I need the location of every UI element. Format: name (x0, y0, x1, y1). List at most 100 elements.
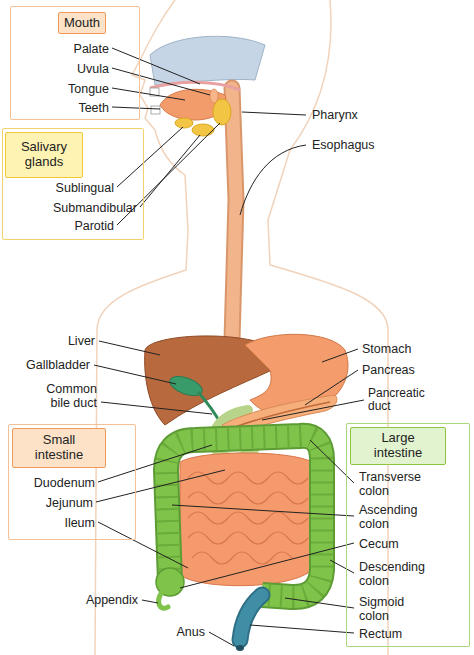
part-label: Cecum (359, 537, 435, 551)
anus-shape (236, 645, 244, 651)
leader-line (98, 445, 212, 482)
part-label: Uvula (77, 62, 109, 76)
group-heading-box: Large intestine (350, 427, 446, 465)
organ-label-holder: Gallbladder (26, 358, 90, 372)
part-label-holder: Tongue (68, 82, 109, 96)
organ-label: Pharynx (312, 108, 358, 122)
appendix-shape (159, 592, 168, 608)
group-heading-box: Mouth (58, 12, 106, 34)
group-heading-box: Small intestine (12, 428, 106, 468)
organ-label-holder: Stomach (362, 342, 411, 356)
leader-line (142, 600, 158, 603)
intestine-coil (188, 472, 308, 484)
part-label: Duodenum (34, 476, 95, 490)
part-label: Parotid (74, 219, 114, 233)
part-label: Tongue (68, 82, 109, 96)
leader-line (285, 598, 354, 608)
leader-line (112, 88, 185, 100)
part-label-holder: Ascending colon (359, 503, 435, 531)
organ-group-box: MouthPalateUvulaTongueTeeth (10, 6, 140, 120)
part-label-holder: Sublingual (56, 181, 114, 195)
leader-line (98, 522, 188, 568)
organ-label: Common bile duct (35, 382, 97, 410)
part-label: Palate (74, 42, 109, 56)
organ-label: Liver (68, 334, 95, 348)
group-heading: Salivary glands (11, 140, 77, 169)
organ-label-holder: Esophagus (312, 138, 375, 152)
leader-line (180, 543, 354, 588)
part-label-holder: Rectum (359, 627, 435, 641)
part-label: Sublingual (56, 181, 114, 195)
colon-haustra (166, 436, 322, 597)
organ-label-holder: Pancreatic duct (368, 387, 434, 414)
rectum-outline (240, 595, 262, 640)
leader-line (250, 625, 354, 633)
leader-line (310, 440, 354, 483)
organ-label-holder: Appendix (86, 593, 138, 607)
part-label-holder: Uvula (77, 62, 109, 76)
leader-line (96, 470, 225, 502)
organ-label: Pancreatic duct (368, 387, 434, 414)
intestine-coil (188, 492, 308, 504)
organ-label-holder: Pancreas (362, 363, 415, 377)
submandibular-gland (192, 124, 214, 136)
organ-group-box: Salivary glandsSublingualSubmandibularPa… (2, 128, 144, 240)
part-label: Ascending colon (359, 503, 435, 531)
esophagus-outline (232, 88, 236, 340)
leader-line (140, 135, 200, 207)
rectum-shape (240, 595, 262, 640)
leader-line (112, 48, 200, 84)
intestine-coil (188, 532, 308, 544)
tooth-shape (151, 106, 160, 114)
part-label: Jejunum (46, 496, 93, 510)
organ-label: Esophagus (312, 138, 375, 152)
part-label: Transverse colon (359, 470, 435, 498)
leader-line (240, 145, 306, 215)
organ-group-box: Large intestineTransverse colonAscending… (346, 423, 470, 647)
organ-group-box: Small intestineDuodenumJejunumIleum (8, 424, 136, 540)
leader-line (209, 632, 234, 646)
part-label: Teeth (78, 101, 109, 115)
organ-label: Gallbladder (26, 358, 90, 372)
part-label-holder: Sigmoid colon (359, 595, 435, 623)
organ-label: Pancreas (362, 363, 415, 377)
part-label-holder: Jejunum (46, 496, 93, 510)
leader-line (117, 127, 183, 187)
leader-lines (94, 48, 364, 646)
leader-line (172, 505, 354, 516)
leader-line (112, 68, 210, 95)
intestine-coil (188, 512, 308, 524)
large-intestine-outline (166, 436, 322, 597)
group-heading-box: Salivary glands (5, 132, 83, 178)
leader-line (330, 560, 354, 573)
organ-label: Anus (177, 625, 206, 639)
part-label-holder: Parotid (74, 219, 114, 233)
leader-line (305, 370, 358, 405)
leader-line (99, 341, 160, 355)
organ-label-holder: Liver (68, 334, 95, 348)
group-heading: Mouth (64, 16, 100, 31)
part-label-holder: Ileum (64, 516, 95, 530)
nasal-cavity (150, 36, 265, 85)
organ-label-holder: Anus (177, 625, 206, 639)
large-intestine-shape (166, 436, 322, 597)
leader-line (112, 107, 160, 109)
organ-label: Appendix (86, 593, 138, 607)
leader-line (262, 400, 364, 420)
organ-label-holder: Pharynx (312, 108, 358, 122)
sublingual-gland (175, 118, 193, 128)
part-label: Sigmoid colon (359, 595, 435, 623)
part-label-holder: Descending colon (359, 560, 435, 588)
parotid-gland (213, 99, 231, 125)
group-heading: Small intestine (28, 433, 90, 462)
small-intestine-shape (180, 453, 312, 586)
organ-label-holder: Common bile duct (35, 382, 97, 410)
part-label: Ileum (64, 516, 95, 530)
part-label-holder: Cecum (359, 537, 435, 551)
part-label-holder: Submandibular (53, 201, 137, 215)
leader-line (101, 402, 212, 414)
part-label: Submandibular (53, 201, 137, 215)
